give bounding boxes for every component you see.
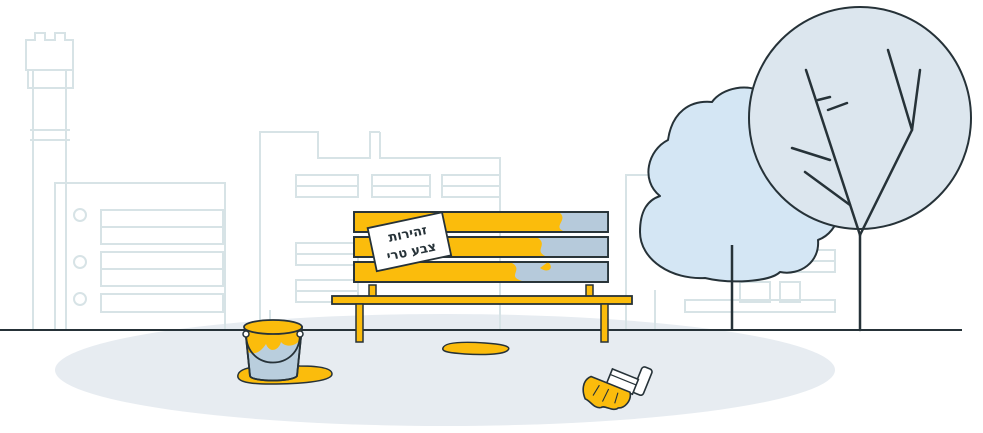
paint-puddle — [442, 341, 510, 356]
big-tree-icon — [748, 6, 972, 332]
paint-brush-icon — [582, 366, 653, 411]
factory-building — [25, 32, 226, 330]
apartment-building — [259, 131, 501, 330]
paint-bucket-icon — [237, 319, 333, 385]
wet-paint-sign: זהירות צבע טרי — [366, 211, 453, 273]
